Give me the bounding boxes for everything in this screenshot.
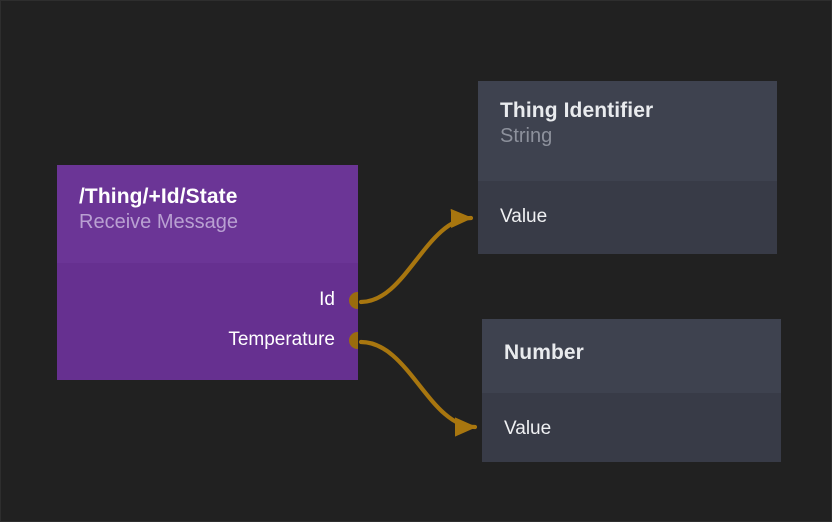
port-label: Value bbox=[500, 206, 548, 227]
output-port-id[interactable]: Id bbox=[319, 288, 358, 312]
node-header: /Thing/+Id/State Receive Message bbox=[57, 165, 358, 263]
node-title: Thing Identifier bbox=[500, 99, 654, 122]
node-subtitle: String bbox=[500, 124, 553, 147]
input-port-value[interactable]: Value bbox=[482, 416, 551, 442]
connection-id-to-thing-identifier[interactable] bbox=[358, 208, 474, 305]
input-port-value[interactable]: Value bbox=[478, 204, 547, 230]
output-port-temperature[interactable]: Temperature bbox=[228, 328, 358, 352]
port-dot-icon[interactable] bbox=[349, 291, 358, 309]
node-title: Number bbox=[504, 341, 584, 364]
node-body: Id Temperature bbox=[57, 263, 358, 380]
port-dot-icon[interactable] bbox=[349, 331, 358, 349]
node-body: Value bbox=[482, 393, 781, 462]
connection-temperature-to-number[interactable] bbox=[358, 339, 478, 437]
node-title: /Thing/+Id/State bbox=[79, 185, 238, 208]
node-thing-identifier[interactable]: Thing Identifier String Value bbox=[478, 81, 777, 254]
node-header: Number bbox=[482, 319, 781, 393]
port-label: Id bbox=[319, 289, 335, 310]
node-receive-message[interactable]: /Thing/+Id/State Receive Message Id Temp… bbox=[57, 165, 358, 380]
node-header: Thing Identifier String bbox=[478, 81, 777, 181]
node-number[interactable]: Number Value bbox=[482, 319, 781, 462]
port-label: Temperature bbox=[228, 329, 335, 350]
node-subtitle: Receive Message bbox=[79, 210, 238, 233]
port-label: Value bbox=[504, 418, 552, 439]
node-body: Value bbox=[478, 181, 777, 254]
